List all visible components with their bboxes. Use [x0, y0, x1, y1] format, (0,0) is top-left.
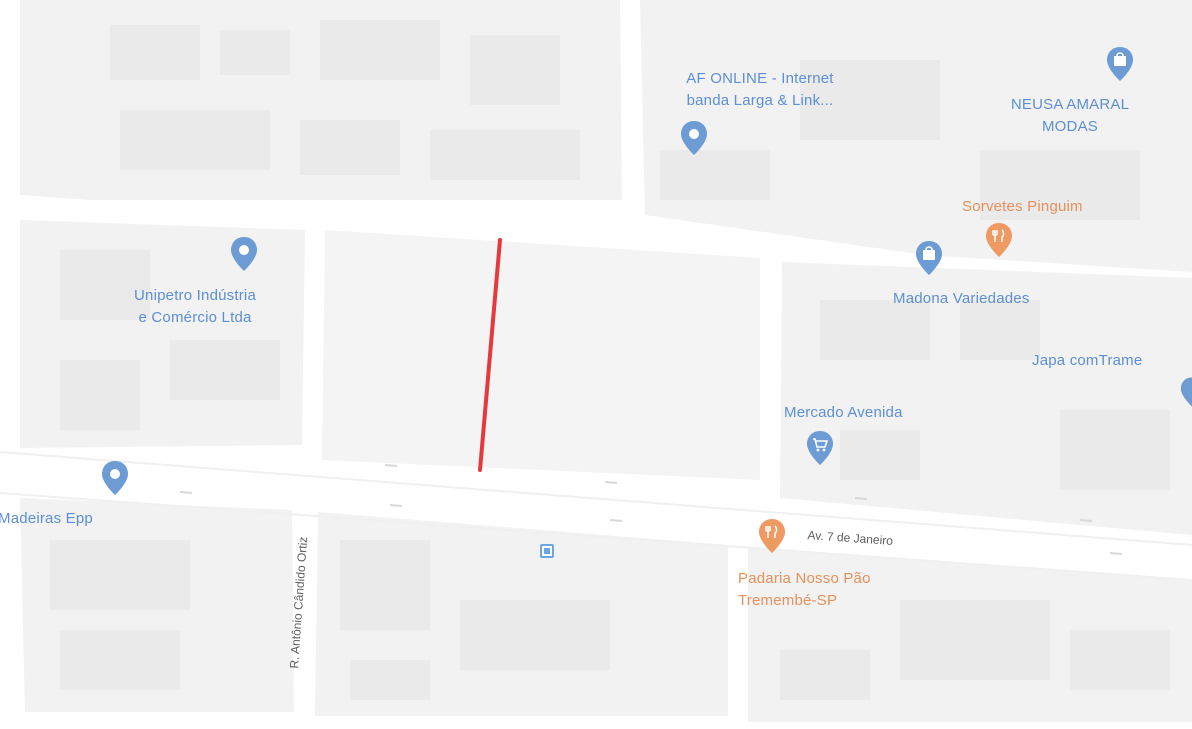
highlighted-route-segment	[478, 238, 502, 472]
bus-stop-inner	[544, 548, 550, 554]
poi-unipetro[interactable]: Unipetro Indústria e Comércio Ltda	[90, 285, 300, 329]
poi-label-line1: Unipetro Indústria	[134, 287, 256, 304]
shopping-bag-icon[interactable]	[915, 240, 943, 276]
poi-label-line1: Padaria Nosso Pão	[738, 570, 871, 587]
poi-neusa-amaral[interactable]: NEUSA AMARAL MODAS	[970, 94, 1170, 138]
poi-japa-comtrame[interactable]: Japa comTrame	[1032, 350, 1142, 372]
poi-label-line1: NEUSA AMARAL	[1010, 96, 1130, 113]
poi-label-line1: Sorvetes Pinguim	[962, 198, 1083, 215]
poi-af-online[interactable]: AF ONLINE - Internet banda Larga & Link.…	[640, 68, 880, 112]
poi-label-line2: Tremembé-SP	[738, 592, 838, 609]
poi-label-line1: Madona Variedades	[893, 290, 1030, 307]
poi-madona-variedades[interactable]: Madona Variedades	[893, 288, 1030, 310]
bus-stop-icon[interactable]	[540, 544, 554, 558]
poi-label-line2: e Comércio Ltda	[138, 309, 252, 326]
poi-sorvetes-pinguim[interactable]: Sorvetes Pinguim	[962, 196, 1083, 218]
poi-madeiras-epp[interactable]: Madeiras Epp	[0, 508, 93, 530]
poi-padaria-nosso-pao[interactable]: Padaria Nosso Pão Tremembé-SP	[738, 568, 871, 612]
location-pin-icon[interactable]	[680, 120, 708, 156]
poi-label-line1: Mercado Avenida	[784, 404, 903, 421]
poi-label-line1: Japa comTrame	[1032, 352, 1143, 369]
poi-mercado-avenida[interactable]: Mercado Avenida	[784, 402, 903, 424]
building-footprints	[50, 20, 1170, 700]
lane-markings	[179, 464, 1123, 555]
avenue-edge	[0, 451, 1192, 546]
location-pin-icon[interactable]	[230, 236, 258, 272]
shopping-bag-icon[interactable]	[1106, 46, 1134, 82]
map-block	[322, 230, 760, 480]
poi-label-line2: MODAS	[1041, 118, 1098, 135]
avenue-edge	[0, 492, 1192, 581]
shopping-cart-icon[interactable]	[806, 430, 834, 466]
poi-label-line2: banda Larga & Link...	[686, 92, 834, 109]
location-pin-icon[interactable]	[101, 460, 129, 496]
shopping-bag-icon[interactable]	[1180, 376, 1192, 408]
restaurant-icon[interactable]	[758, 518, 786, 554]
poi-label-line1: Madeiras Epp	[0, 510, 93, 527]
poi-label-line1: AF ONLINE - Internet	[686, 70, 834, 87]
restaurant-icon[interactable]	[985, 222, 1013, 258]
